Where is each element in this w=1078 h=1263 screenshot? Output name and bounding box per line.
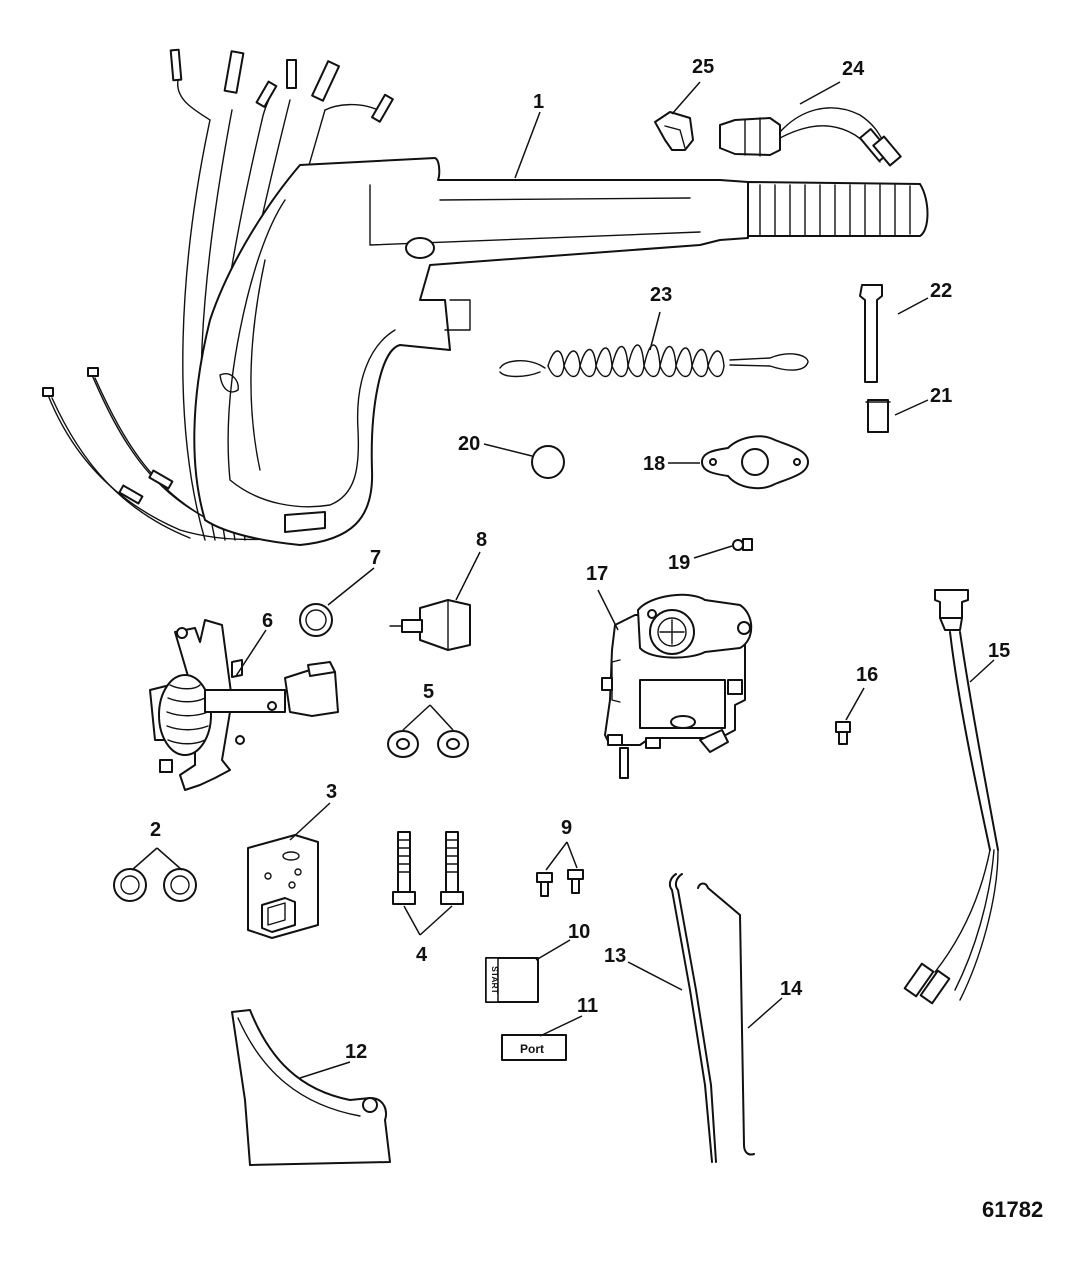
part-22-pin — [859, 284, 883, 383]
part-13-rod — [668, 873, 717, 1163]
part-16-screw — [835, 721, 851, 745]
start-decal-text: START — [490, 966, 500, 995]
callout-12: 12 — [345, 1041, 367, 1063]
figure-number: 61782 — [982, 1197, 1043, 1222]
part-17-carburetor — [601, 593, 753, 779]
callout-17: 17 — [586, 563, 608, 585]
port-decal-text: Port — [520, 1042, 544, 1056]
callout-7: 7 — [370, 547, 381, 569]
part-20-knob — [531, 445, 565, 479]
part-2-caps — [113, 868, 197, 902]
callout-18: 18 — [643, 453, 665, 475]
part-1-tiller-handle — [42, 48, 929, 546]
part-10-start-decal: START — [485, 957, 539, 1003]
part-11-port-decal: Port — [501, 1034, 567, 1061]
part-4-bolts — [392, 831, 464, 905]
callout-10: 10 — [568, 921, 590, 943]
part-15-harness — [903, 589, 999, 1005]
callout-5: 5 — [423, 681, 434, 703]
callout-numbers: 1 2 3 4 5 6 7 8 9 10 11 12 13 14 15 16 1… — [150, 56, 1043, 1222]
callout-11: 11 — [577, 995, 598, 1017]
callout-4: 4 — [416, 944, 428, 966]
callout-24: 24 — [842, 58, 865, 80]
part-24-key-switch — [719, 107, 902, 167]
callout-6: 6 — [262, 610, 273, 632]
part-3-panel — [247, 834, 319, 939]
callout-3: 3 — [326, 781, 337, 803]
part-7-ring — [299, 603, 333, 637]
callout-14: 14 — [780, 978, 803, 1000]
callout-9: 9 — [561, 817, 572, 839]
leader-lines — [131, 81, 995, 1079]
part-25-clip — [654, 111, 694, 151]
part-19-terminal — [732, 538, 753, 551]
part-14-rod — [697, 882, 755, 1156]
callout-16: 16 — [856, 664, 878, 686]
part-18-gasket — [701, 435, 809, 490]
callout-13: 13 — [604, 945, 626, 967]
callout-23: 23 — [650, 284, 672, 306]
callout-25: 25 — [692, 56, 714, 78]
part-8-switch — [389, 599, 471, 651]
callout-22: 22 — [930, 280, 952, 302]
part-9-screws — [536, 869, 584, 897]
part-21-sleeve — [865, 399, 891, 433]
callout-1: 1 — [533, 91, 544, 113]
part-23-lanyard — [499, 344, 809, 378]
callout-21: 21 — [930, 385, 952, 407]
callout-2: 2 — [150, 819, 161, 841]
callout-20: 20 — [458, 433, 480, 455]
callout-19: 19 — [668, 552, 690, 574]
part-12-cover — [231, 1009, 391, 1166]
callout-8: 8 — [476, 529, 487, 551]
part-6-starter — [149, 619, 339, 791]
callout-15: 15 — [988, 640, 1010, 662]
part-5-washers — [387, 730, 469, 758]
